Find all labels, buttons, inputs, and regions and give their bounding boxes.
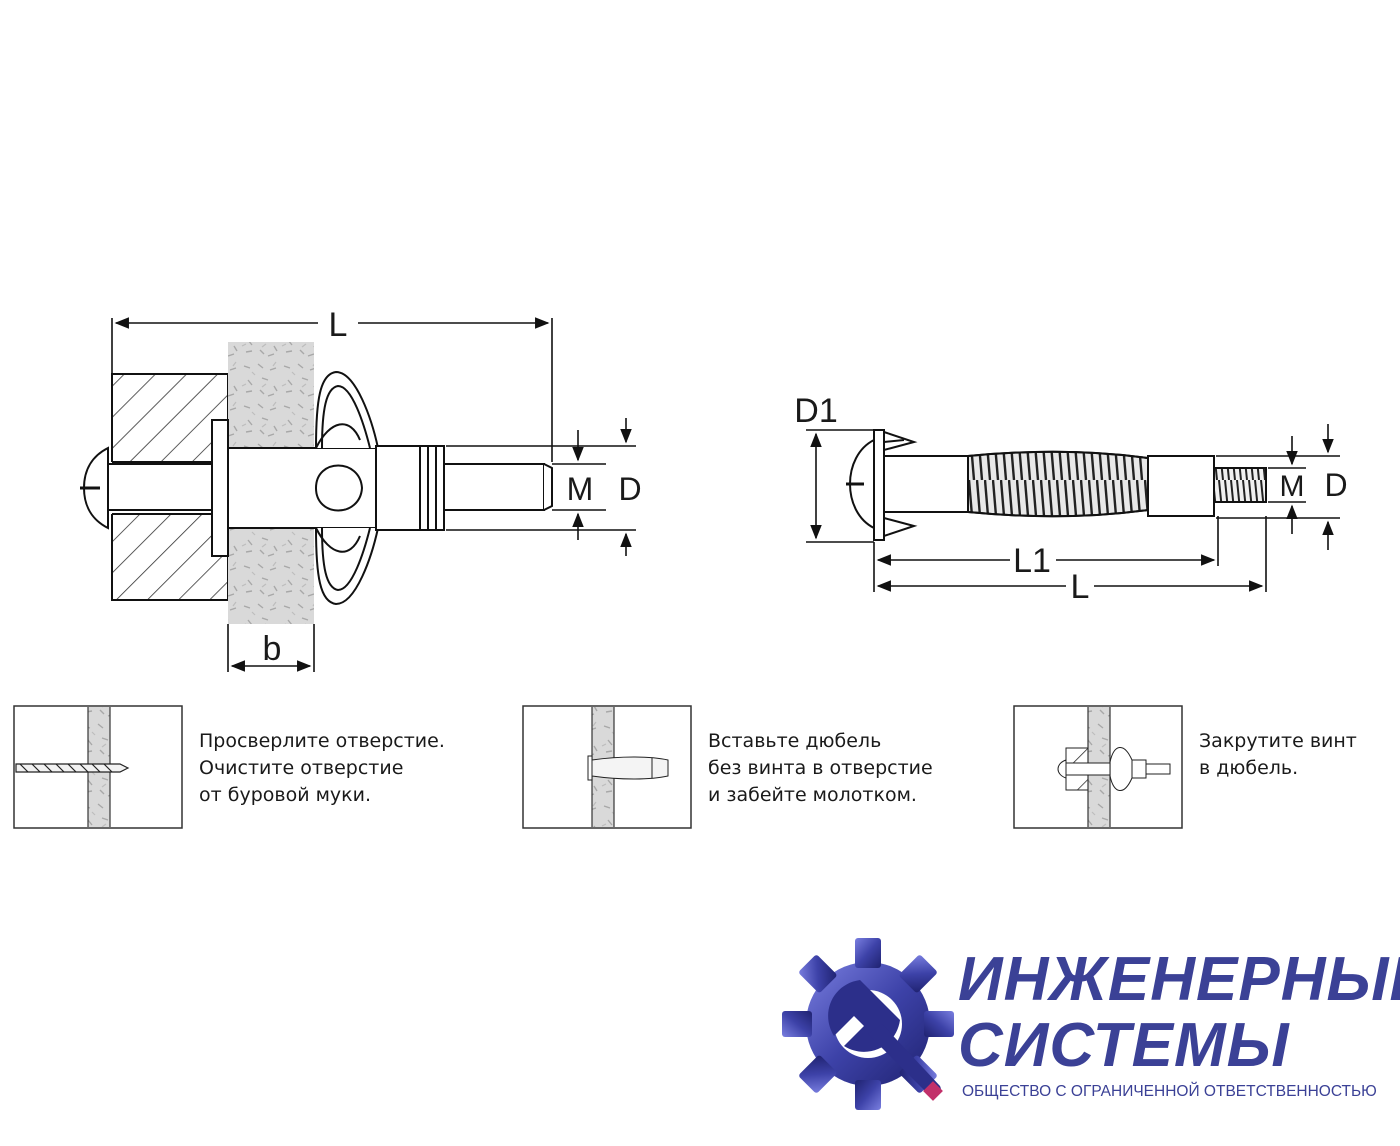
step-1-line-3: от буровой муки. [199,784,372,806]
step-2-line-2: без винта в отверстие [708,757,933,779]
dim-D-left: D [618,471,641,507]
dim-M-left: M [567,471,594,507]
right-dimensions [806,424,1340,592]
brand-name-line-1: ИНЖЕНЕРНЫЕ [958,945,1400,1014]
dim-M-right: M [1280,470,1305,503]
dim-L-left: L [329,306,348,344]
dim-b: b [263,630,282,668]
anchor-drawing [846,429,1267,541]
step-2-line-3: и забейте молотком. [708,784,917,806]
step-2-line-1: Вставьте дюбель [708,730,882,752]
step-3-line-2: в дюбель. [1199,757,1299,779]
dim-D1: D1 [794,392,837,430]
left-dimensions [111,317,636,672]
step-3-image [1013,705,1183,829]
dim-L1: L1 [1013,542,1051,580]
dim-L-right: L [1071,568,1090,606]
installed-anchor-drawing [80,342,553,624]
step-2-image [522,705,692,829]
step-1-image [13,705,183,829]
step-2-text: Вставьте дюбель без винта в отверстие и … [708,728,933,809]
dim-D-right: D [1324,467,1347,503]
brand-name-line-2: СИСТЕМЫ [958,1011,1290,1080]
step-3-text: Закрутите винт в дюбель. [1199,728,1357,782]
gear-wrench-icon [782,938,954,1110]
step-1-line-1: Просверлите отверстие. [199,730,445,752]
step-1-text: Просверлите отверстие. Очистите отверсти… [199,728,445,809]
step-3-line-1: Закрутите винт [1199,730,1357,752]
step-1-line-2: Очистите отверстие [199,757,404,779]
brand-subtitle: ОБЩЕСТВО С ОГРАНИЧЕННОЙ ОТВЕТСТВЕННОСТЬЮ [962,1083,1377,1100]
